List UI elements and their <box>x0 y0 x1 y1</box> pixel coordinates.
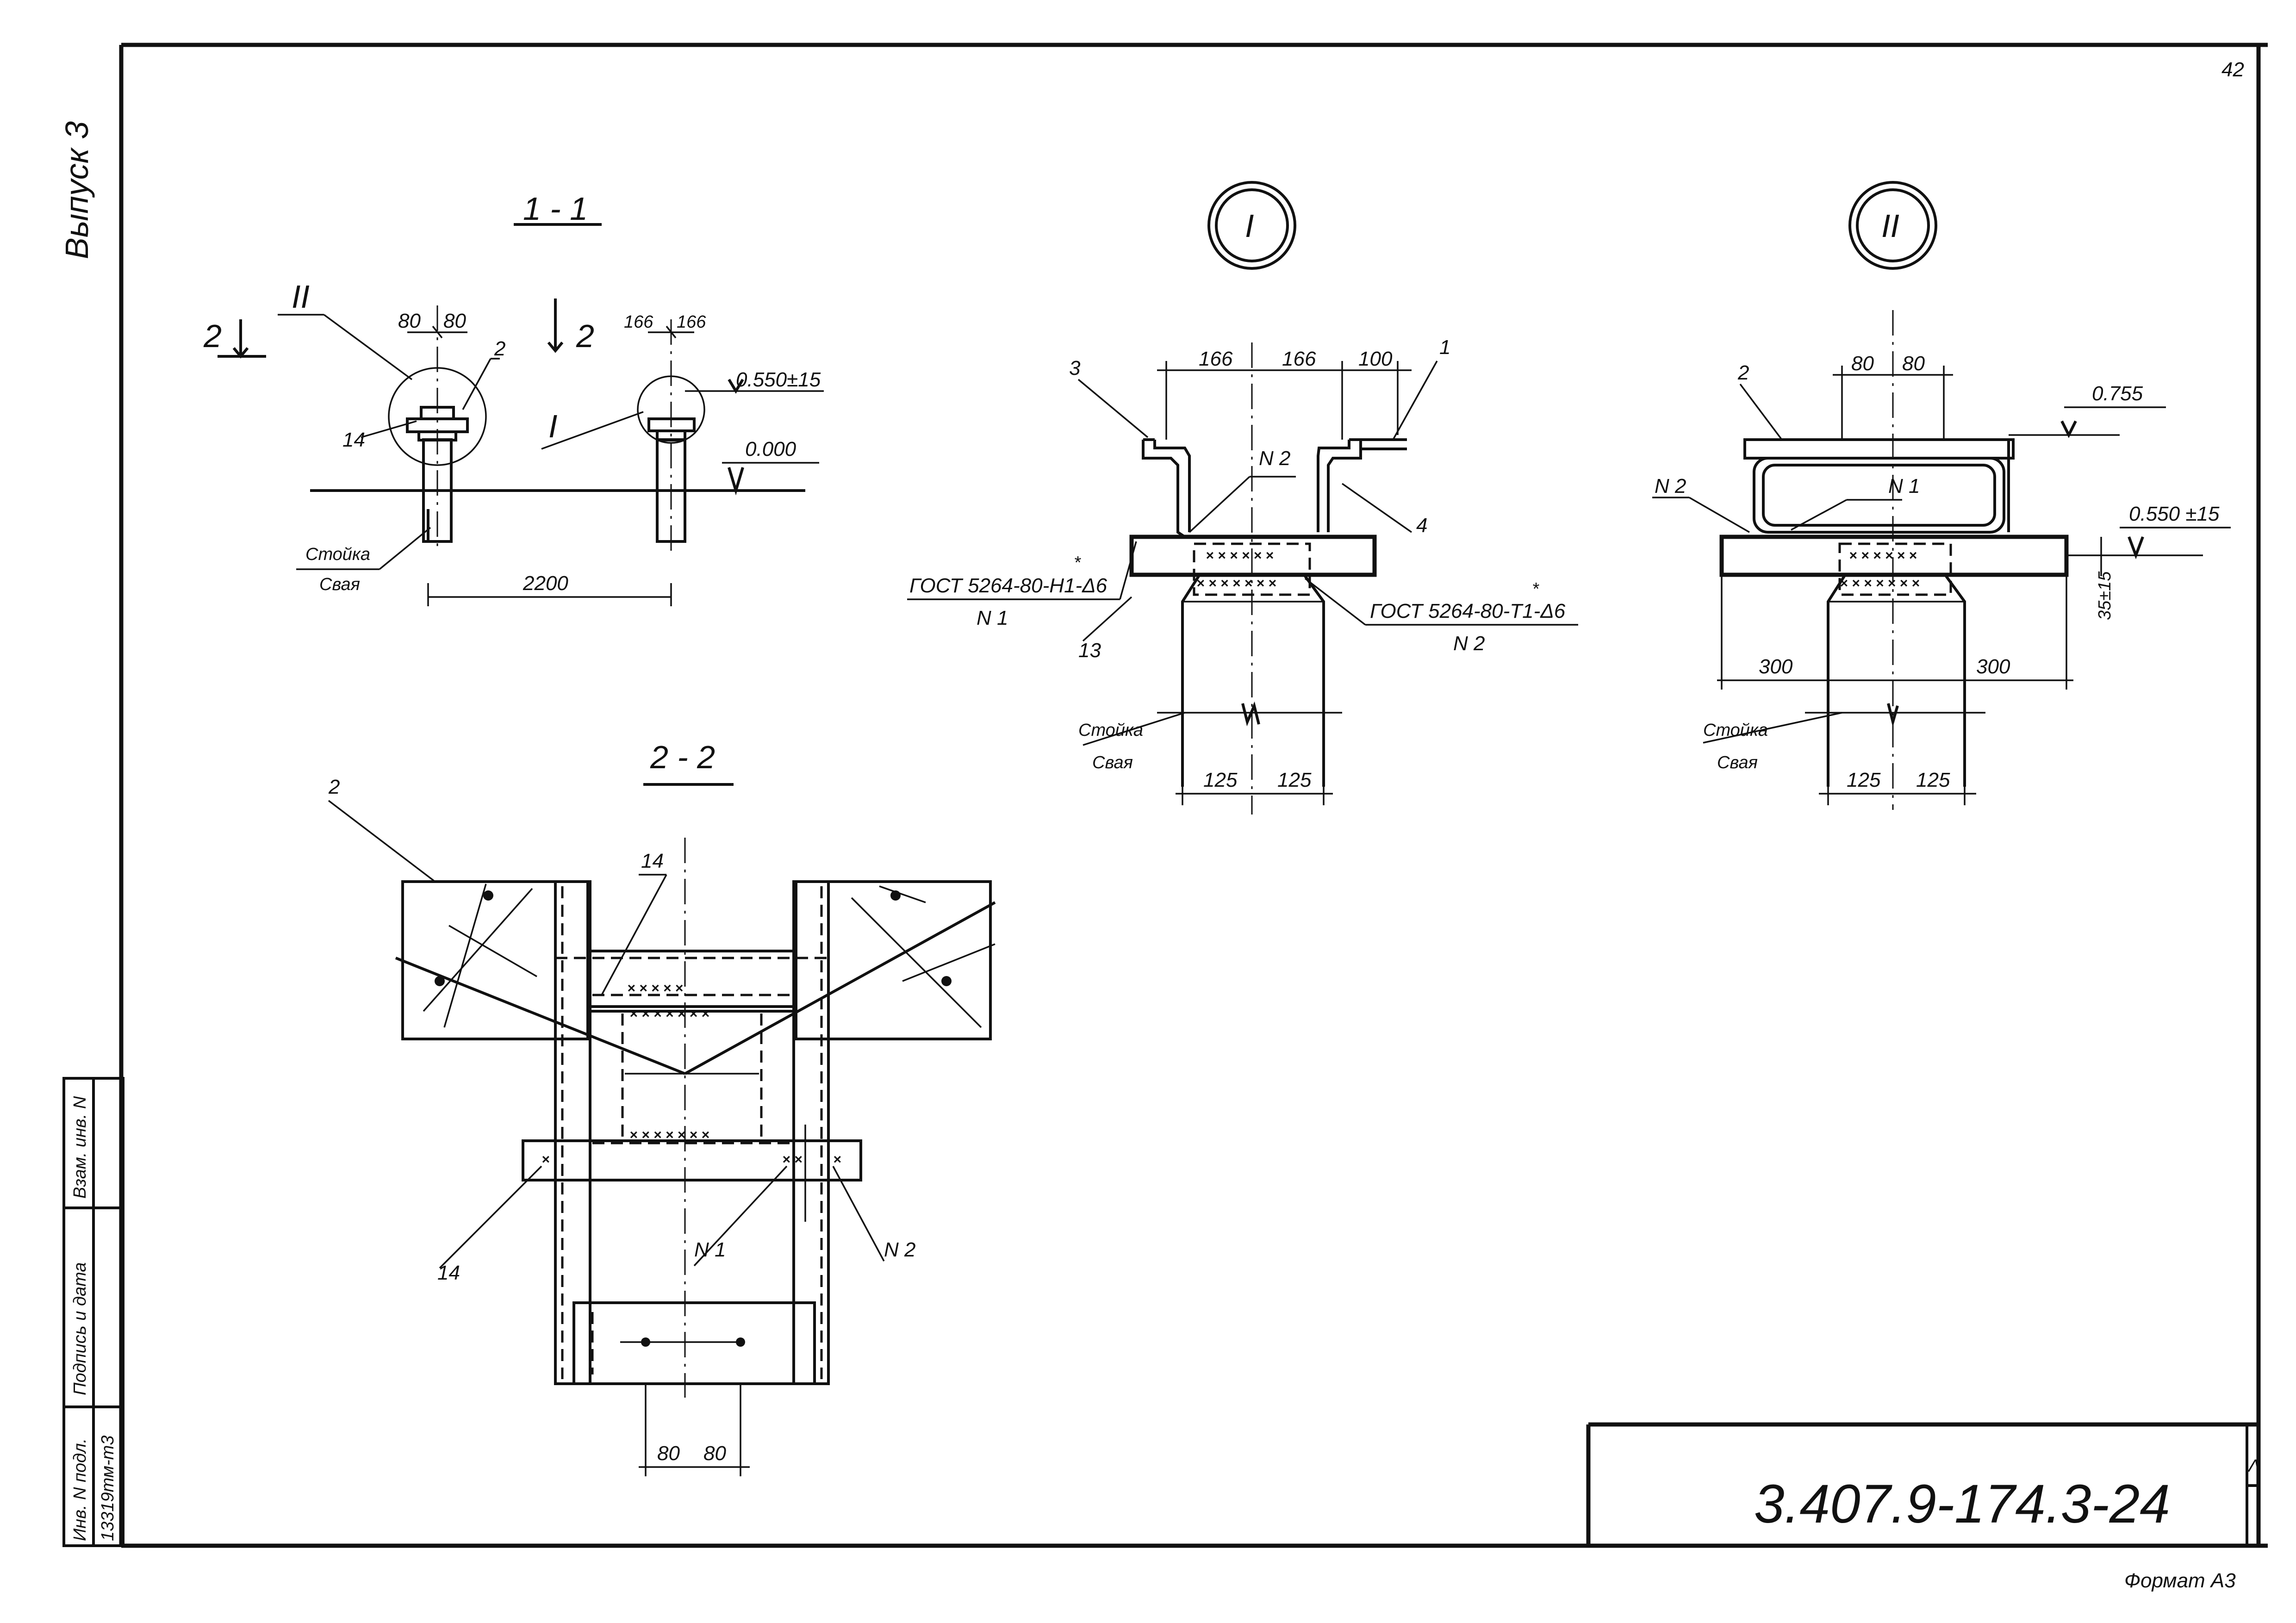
detail-I-pos-4: 4 <box>1416 514 1427 537</box>
detail-I-dim-125-a: 125 <box>1203 769 1238 791</box>
svg-text:× × × × × × ×: × × × × × × × <box>629 1006 709 1021</box>
sheet-frame <box>119 43 2268 1548</box>
dim-166-right: 166 <box>677 312 706 332</box>
detail-II-level-top: 0.755 <box>2092 382 2143 405</box>
dim-80-right: 80 <box>443 310 466 332</box>
detail-I-pos-13: 13 <box>1078 639 1101 662</box>
section-2-2: × × × × × × × × × × × × × × × × × × × × … <box>328 783 996 1476</box>
detail-II-dim-125-a: 125 <box>1847 769 1881 791</box>
svg-text:× ×: × × <box>782 1152 802 1167</box>
detail-II-level-mid: 0.550 ±15 <box>2129 503 2220 525</box>
dim-166-left: 166 <box>624 312 653 332</box>
detail-II-dim-35: 35±15 <box>2095 571 2115 620</box>
stamp-inv-value: 13319тм-т3 <box>98 1436 118 1541</box>
detail-I-weld-n2-bottom: N 2 <box>1453 632 1485 655</box>
svg-text:× × × × × × ×: × × × × × × × <box>1840 576 1920 591</box>
stamp-marks: Λ <box>2247 1456 2260 1476</box>
detail-I-label-pile: Свая <box>1092 753 1133 772</box>
detail-II-dim-80-b: 80 <box>1902 352 1925 375</box>
dim-80-left: 80 <box>398 310 421 332</box>
section-2-2-pos-2: 2 <box>328 776 340 798</box>
pos-14: 14 <box>342 429 365 451</box>
detail-I-weld-n2-top: N 2 <box>1259 447 1290 470</box>
detail-II-dim-125-b: 125 <box>1916 769 1950 791</box>
svg-text:× × × × ×: × × × × × <box>627 981 683 996</box>
format-label: Формат А3 <box>2124 1569 2236 1592</box>
detail-II: × × × × × × × × × × × × × <box>1652 181 2231 810</box>
detail-I-gost-right-star: * <box>1532 579 1539 599</box>
detail-I-marker: I <box>1245 208 1254 244</box>
section-2-2-pos-14-bottom: 14 <box>437 1262 460 1284</box>
detail-II-pos-2: 2 <box>1737 361 1749 384</box>
detail-I-gost-right: ГОСТ 5264-80-Т1-Δ6 <box>1370 600 1566 622</box>
weld-marks-detail-I: × × × × × × × × × × × × × <box>1196 548 1276 591</box>
detail-I: × × × × × × × × × × × × × <box>907 181 1578 815</box>
section-2-2-dim-80-b: 80 <box>703 1442 726 1465</box>
stamp-sign-date: Подпись и дата <box>70 1262 90 1395</box>
document-code: 3.407.9-174.3-24 <box>1754 1474 2170 1535</box>
detail-I-dim-100: 100 <box>1358 348 1393 370</box>
issue-label: Выпуск 3 <box>59 121 95 259</box>
detail-II-dim-80-a: 80 <box>1851 352 1874 375</box>
label-pile: Свая <box>319 575 360 594</box>
title-block <box>1586 1422 2259 1546</box>
callout-II: II <box>292 279 310 315</box>
cut-mark-left: 2 <box>203 318 222 354</box>
callout-I: I <box>548 408 557 444</box>
stamp-inv-orig: Инв. N подл. <box>70 1438 90 1541</box>
detail-II-label-post: Стойка <box>1703 721 1768 740</box>
svg-text:×: × <box>833 1152 841 1167</box>
section-2-2-dim-80-a: 80 <box>657 1442 680 1465</box>
section-2-2-weld-n1: N 1 <box>694 1238 726 1261</box>
detail-II-label-pile: Свая <box>1717 753 1758 772</box>
detail-II-dim-300-a: 300 <box>1759 655 1793 678</box>
page-number: 42 <box>2221 58 2244 81</box>
level-top: 0.550±15 <box>736 368 821 391</box>
detail-I-weld-n1: N 1 <box>977 607 1008 629</box>
detail-I-dim-166-a: 166 <box>1199 348 1233 370</box>
svg-text:×: × <box>541 1152 550 1167</box>
side-stamp <box>62 1077 124 1547</box>
weld-marks-detail-II: × × × × × × × × × × × × × <box>1840 548 1920 591</box>
detail-I-dim-166-b: 166 <box>1282 348 1316 370</box>
detail-II-weld-n1: N 1 <box>1888 475 1920 497</box>
detail-I-gost-left-star: * <box>1074 553 1081 572</box>
weld-marks-section-2-2: × × × × × × × × × × × × × × × × × × × × … <box>541 981 841 1167</box>
stamp-replaces-inv: Взам. инв. N <box>70 1096 90 1199</box>
detail-I-pos-3: 3 <box>1069 357 1081 379</box>
section-2-2-title: 2 - 2 <box>650 739 715 775</box>
detail-II-marker: II <box>1881 208 1899 244</box>
svg-text:× × × × × ×: × × × × × × <box>1206 548 1274 563</box>
section-1-1-title: 1 - 1 <box>523 191 588 227</box>
detail-II-weld-n2: N 2 <box>1655 475 1686 497</box>
detail-II-dim-300-b: 300 <box>1976 655 2010 678</box>
svg-text:× × × × × × ×: × × × × × × × <box>629 1127 709 1143</box>
section-2-2-weld-n2: N 2 <box>884 1238 915 1261</box>
svg-text:× × × × × × ×: × × × × × × × <box>1196 576 1276 591</box>
level-ground: 0.000 <box>745 438 796 460</box>
dim-span: 2200 <box>523 572 568 595</box>
detail-I-dim-125-b: 125 <box>1277 769 1312 791</box>
cut-mark-right: 2 <box>576 318 594 354</box>
label-post: Стойка <box>305 545 370 564</box>
section-1-1 <box>218 223 824 606</box>
detail-I-label-post: Стойка <box>1078 721 1143 740</box>
section-2-2-pos-14-top: 14 <box>641 850 664 872</box>
detail-I-gost-left: ГОСТ 5264-80-Н1-Δ6 <box>909 574 1108 597</box>
detail-I-pos-1: 1 <box>1439 336 1450 359</box>
svg-text:× × × × × ×: × × × × × × <box>1849 548 1917 563</box>
pos-2: 2 <box>494 337 505 360</box>
